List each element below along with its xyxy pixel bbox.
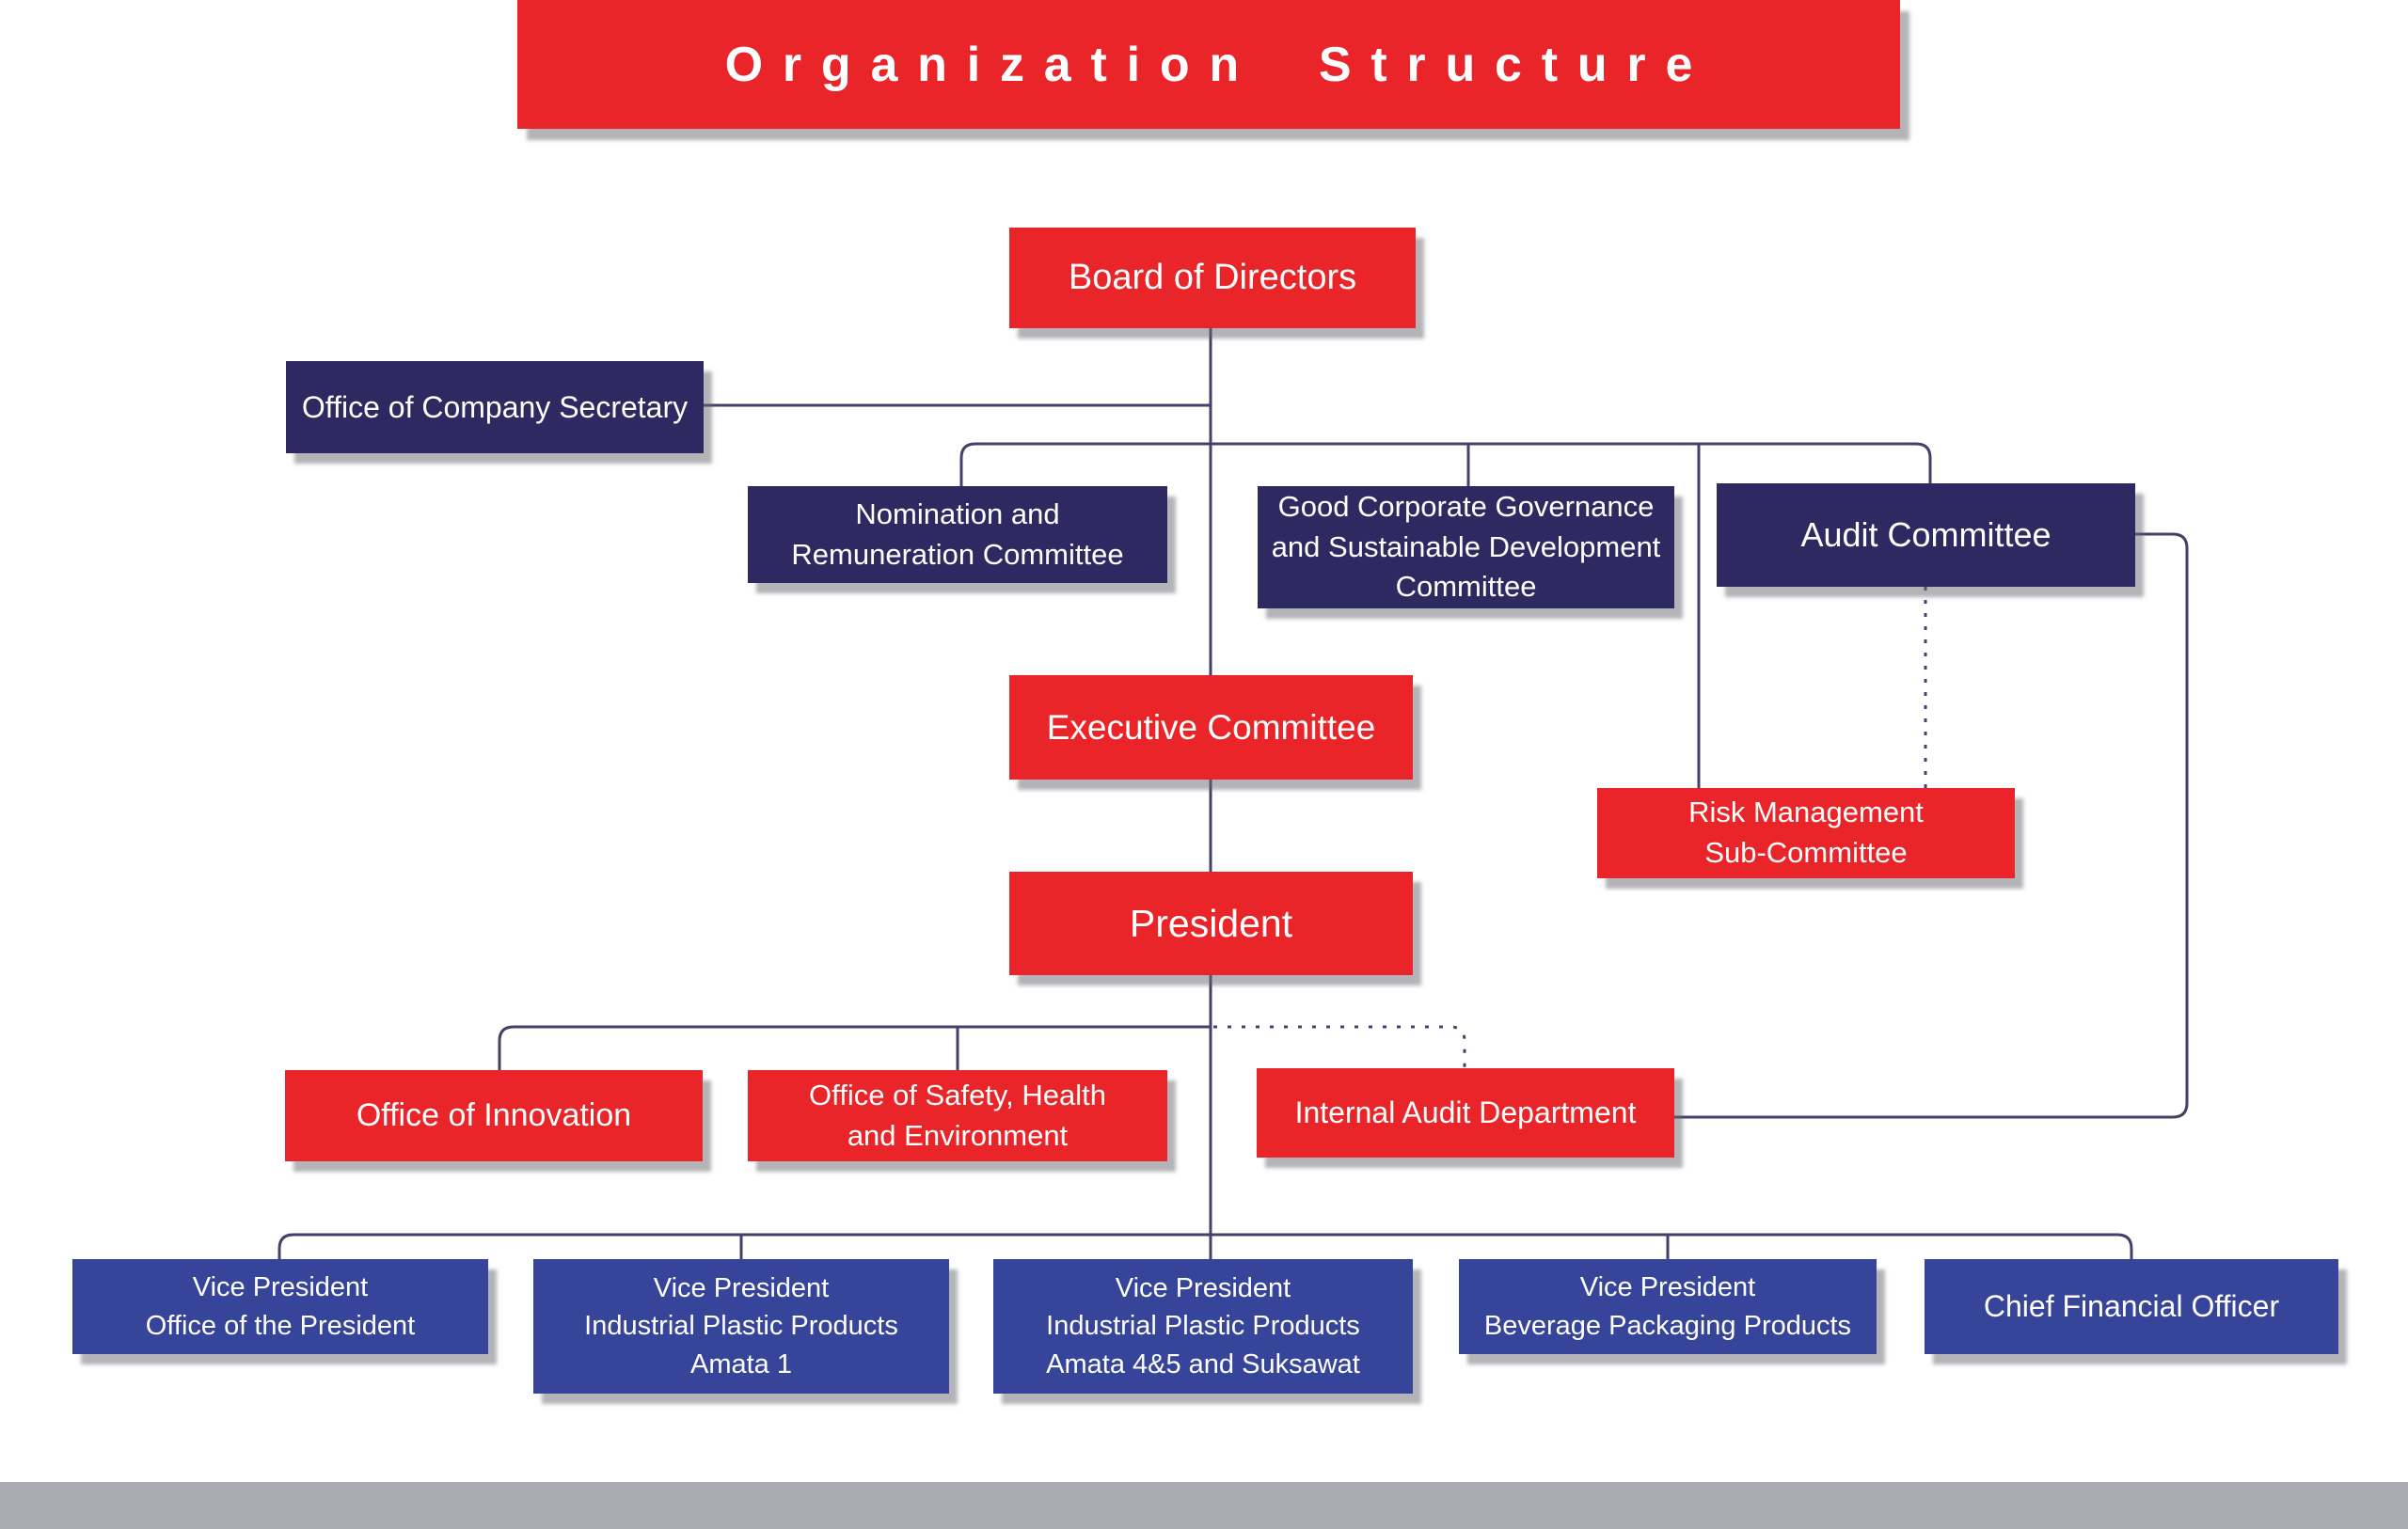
node-good-corporate-governance-committee: Good Corporate Governance and Sustainabl…	[1258, 486, 1674, 608]
node-vp-industrial-plastic-amata1: Vice President Industrial Plastic Produc…	[533, 1259, 949, 1394]
node-vp-beverage-packaging-products: Vice President Beverage Packaging Produc…	[1459, 1259, 1877, 1354]
connector-committee-branch	[959, 442, 1932, 486]
node-nomination-remuneration-committee: Nomination and Remuneration Committee	[748, 486, 1167, 583]
node-risk-management-sub-committee: Risk Management Sub-Committee	[1597, 788, 2015, 878]
node-vp-office-of-the-president: Vice President Office of the President	[72, 1259, 488, 1354]
page-title: Organization Structure	[517, 0, 1900, 129]
connector-dotted-president-to-internal-audit	[1213, 1025, 1466, 1068]
node-vp-industrial-plastic-amata45-suksawat: Vice President Industrial Plastic Produc…	[993, 1259, 1413, 1394]
node-office-of-innovation: Office of Innovation	[285, 1070, 703, 1161]
node-president: President	[1009, 872, 1413, 975]
node-executive-committee: Executive Committee	[1009, 675, 1413, 780]
node-board-of-directors: Board of Directors	[1009, 228, 1416, 328]
node-office-of-company-secretary: Office of Company Secretary	[286, 361, 704, 453]
connector-audit-to-internal-audit-loop	[1674, 532, 2189, 1119]
connector-office-branch	[498, 1025, 1211, 1070]
node-internal-audit-department: Internal Audit Department	[1257, 1068, 1674, 1158]
node-office-of-safety-health-environment: Office of Safety, Health and Environment	[748, 1070, 1167, 1161]
node-audit-committee: Audit Committee	[1717, 483, 2135, 587]
footer-bar	[0, 1482, 2408, 1529]
connector-vp-branch	[277, 1233, 2133, 1259]
node-chief-financial-officer: Chief Financial Officer	[1925, 1259, 2338, 1354]
